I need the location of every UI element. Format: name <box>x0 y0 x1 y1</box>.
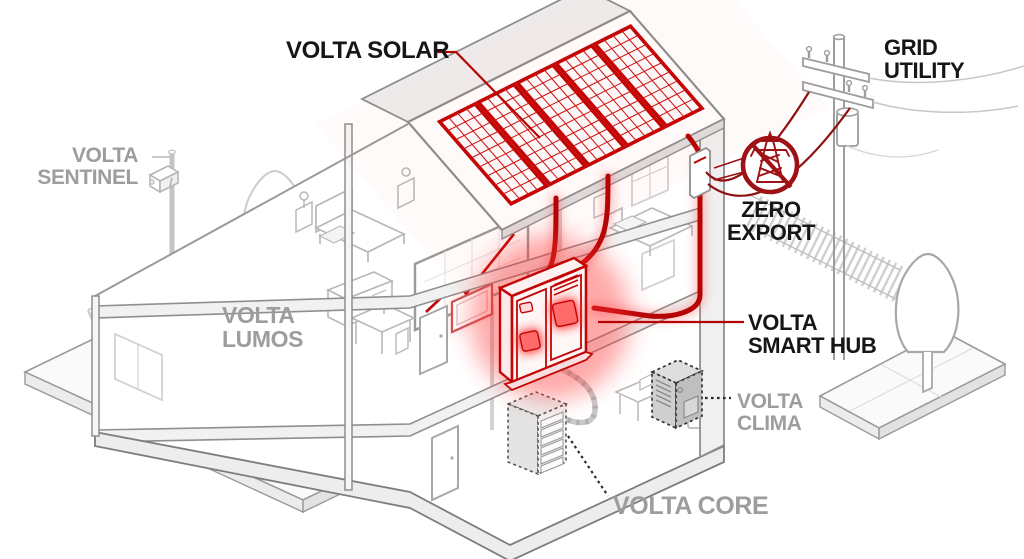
label-sentinel-line2: SENTINEL <box>37 166 138 190</box>
label-hub-line2: SMART HUB <box>748 333 877 359</box>
heat-pump-icon <box>649 359 705 430</box>
structure-lines <box>91 117 725 491</box>
door-basement <box>431 424 459 502</box>
battery-rack-icon <box>505 391 569 476</box>
label-volta-solar: VOLTA SOLAR <box>286 37 450 64</box>
label-clima-line2: CLIMA <box>737 412 802 436</box>
utility-pole-icon <box>802 33 1024 360</box>
tree-right-icon <box>894 252 960 394</box>
label-core-text: VOLTA CORE <box>613 492 769 520</box>
bed-left <box>295 167 415 262</box>
label-lumos-line1: VOLTA <box>222 302 295 328</box>
leader-lines-dotted <box>567 396 731 497</box>
label-volta-solar-text: VOLTA SOLAR <box>286 37 450 64</box>
dining-table <box>350 303 416 356</box>
label-grid-line2: UTILITY <box>884 58 965 84</box>
label-zero-line2: EXPORT <box>726 220 816 246</box>
label-zero-line1: ZERO <box>741 197 801 222</box>
label-grid-line1: GRID <box>884 35 938 60</box>
meter-box-icon <box>689 146 711 200</box>
door-mid <box>419 304 448 376</box>
leader-lines-red <box>436 50 744 324</box>
label-volta-core: VOLTA CORE <box>613 492 769 520</box>
base-slab <box>94 430 725 559</box>
label-lumos-line2: LUMOS <box>222 326 304 353</box>
security-camera-icon <box>148 165 180 194</box>
patio-slab-right-icon <box>818 330 1007 441</box>
house-cutaway <box>92 0 744 559</box>
label-sentinel-line1: VOLTA <box>71 144 138 167</box>
right-yard <box>744 33 1024 441</box>
label-clima-line1: VOLTA <box>737 390 804 413</box>
solar-panel-array-icon <box>429 19 714 214</box>
label-hub-line1: VOLTA <box>748 310 818 335</box>
smart-hub-cabinet-icon <box>470 236 630 400</box>
no-grid-export-icon <box>713 130 800 195</box>
